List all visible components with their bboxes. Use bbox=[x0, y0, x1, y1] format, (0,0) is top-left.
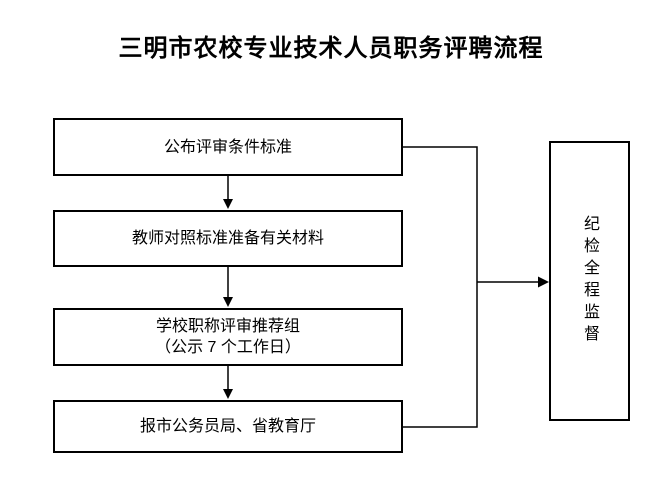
step-box-publish-criteria: 公布评审条件标准 bbox=[53, 118, 403, 176]
page-title: 三明市农校专业技术人员职务评聘流程 bbox=[118, 36, 544, 62]
step-label: 报市公务员局、省教育厅 bbox=[139, 418, 316, 435]
arrowhead-supervision bbox=[538, 276, 549, 288]
arrowhead-step1-step2 bbox=[223, 199, 233, 209]
step-box-school-review-group: 学校职称评审推荐组 （公示 7 个工作日） bbox=[53, 308, 403, 366]
step-label: 教师对照标准准备有关材料 bbox=[131, 230, 324, 247]
step-label: 公布评审条件标准 bbox=[163, 138, 292, 156]
supervision-box: 纪检全程监督 bbox=[549, 141, 630, 421]
bracket-connector bbox=[403, 146, 478, 428]
arrowhead-step2-step3 bbox=[223, 297, 233, 307]
step-box-prepare-materials: 教师对照标准准备有关材料 bbox=[53, 210, 403, 267]
supervision-label: 纪检全程监督 bbox=[581, 215, 598, 347]
step-box-report-bureau: 报市公务员局、省教育厅 bbox=[53, 400, 403, 453]
arrowhead-step3-step4 bbox=[223, 389, 233, 399]
step-label: 学校职称评审推荐组 bbox=[155, 318, 300, 335]
step-sublabel: （公示 7 个工作日） bbox=[155, 339, 301, 356]
